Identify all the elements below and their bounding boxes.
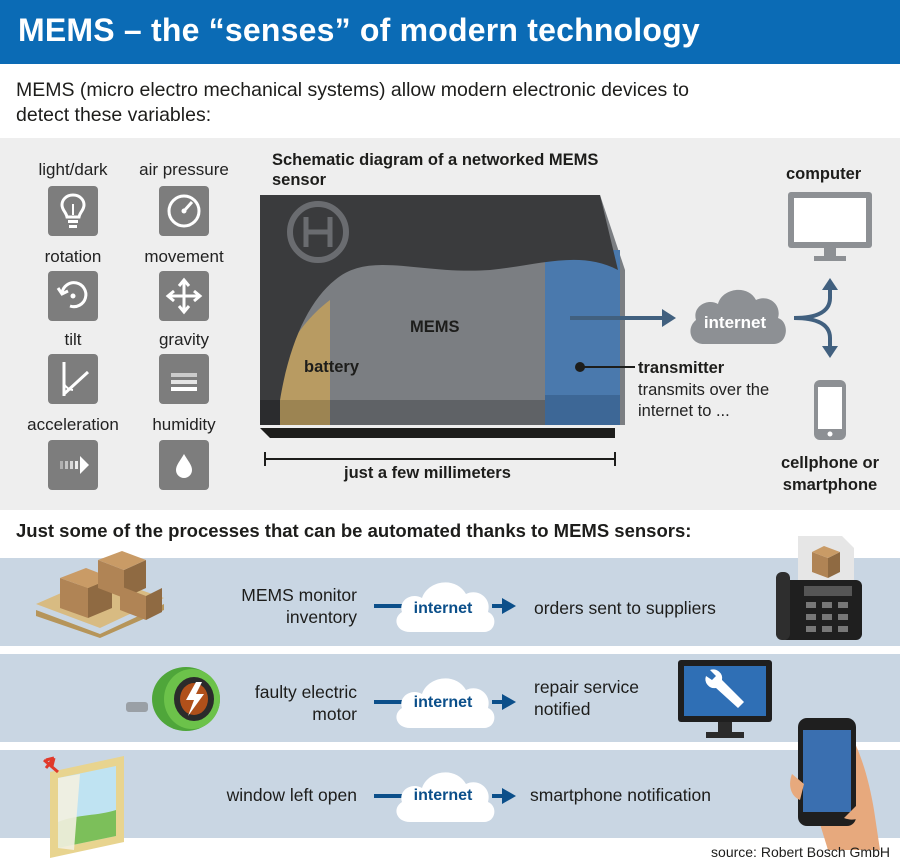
process-trigger-1: MEMS monitor inventory [241, 585, 357, 627]
internet-label-2: internet [413, 694, 473, 711]
lightbulb-icon [48, 186, 98, 236]
size-label: just a few millimeters [344, 464, 511, 482]
pallet-boxes-icon [36, 551, 164, 638]
internet-label-schematic: internet [703, 313, 767, 332]
process-trigger-3: window left open [226, 785, 357, 805]
computer-monitor-icon [788, 192, 872, 261]
internet-flow-2 [374, 678, 516, 728]
schematic-title: Schematic diagram of a networked MEMS se… [272, 151, 599, 189]
sensor-label-rotation: rotation [44, 247, 102, 266]
sensor-label-humidity: humidity [152, 415, 216, 434]
repair-monitor-icon [678, 660, 772, 738]
move-arrows-icon [159, 271, 209, 321]
size-dimension-line [264, 452, 616, 466]
rotation-icon [48, 271, 98, 321]
process-trigger-2: faulty electric motor [254, 682, 357, 724]
source-credit: source: Robert Bosch GmbH [711, 844, 890, 860]
cloud-icon [690, 289, 786, 344]
internet-label-1: internet [413, 600, 473, 617]
electric-motor-icon [126, 667, 220, 731]
title-bar [0, 0, 900, 64]
gravity-icon [159, 354, 209, 404]
phone-label: cellphone or smartphone [780, 454, 880, 494]
intro-text: MEMS (micro electro mechanical systems) … [16, 79, 689, 126]
transmitter-label: transmitter [638, 359, 725, 377]
internet-label-3: internet [413, 787, 473, 804]
sensor-label-acceleration: acceleration [27, 415, 119, 434]
tilt-icon [48, 354, 98, 404]
sensor-label-movement: movement [144, 247, 224, 266]
arrow-right-icon [570, 309, 676, 327]
computer-label: computer [786, 165, 862, 183]
sensor-label-air-pressure: air pressure [139, 160, 229, 179]
fork-arrows-icon [793, 278, 838, 358]
hand-smartphone-icon [790, 718, 880, 850]
water-drop-icon [159, 440, 209, 490]
acceleration-icon [48, 440, 98, 490]
cloud-icon [396, 582, 495, 632]
process-result-1: orders sent to suppliers [534, 598, 716, 618]
fax-phone-icon [776, 536, 862, 640]
mems-sensor-chip [260, 195, 635, 438]
transmitter-description: transmits over the internet to ... [638, 381, 770, 420]
open-window-icon [43, 756, 124, 858]
page-title: MEMS – the “senses” of modern technology [18, 12, 700, 48]
internet-flow-1 [374, 582, 516, 632]
smartphone-icon [814, 380, 846, 440]
sensor-label-light: light/dark [38, 160, 108, 179]
gauge-icon [159, 186, 209, 236]
cloud-icon [396, 772, 495, 822]
process-result-2: repair service notified [534, 677, 640, 719]
sensor-label-tilt: tilt [64, 330, 82, 349]
mems-label: MEMS [410, 318, 460, 336]
process-result-3: smartphone notification [530, 785, 711, 805]
internet-flow-3 [374, 772, 516, 822]
processes-heading: Just some of the processes that can be a… [16, 520, 692, 541]
sensor-label-gravity: gravity [158, 330, 210, 349]
cloud-icon [396, 678, 495, 728]
battery-label: battery [304, 358, 360, 376]
